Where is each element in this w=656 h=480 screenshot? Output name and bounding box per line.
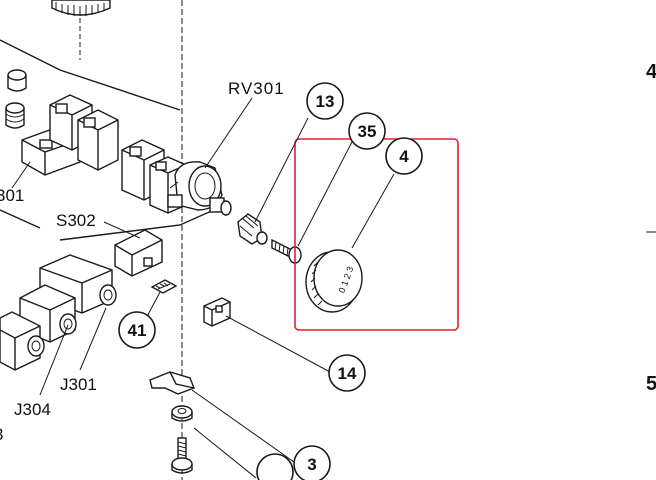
nut-part-13 [237,213,268,245]
svg-text:41: 41 [128,321,147,340]
pad-part-41 [150,279,178,294]
label-s302: S302 [56,211,96,230]
svg-text:35: 35 [358,122,377,141]
svg-text:4: 4 [399,147,409,166]
clip-part [149,371,195,395]
side-label-5: 5 [646,373,656,395]
bracket-part-14 [203,297,231,327]
label-j304: J304 [14,400,51,419]
washer-part [171,405,193,422]
capacitor-parts [5,69,27,129]
callout-4: 4 [385,137,423,175]
side-label-4: 4 [646,61,656,83]
top-knob-part [51,0,111,16]
svg-text:3: 3 [307,455,316,474]
slide-switch-s302 [114,229,163,277]
callout-partial [256,453,294,480]
callout-14: 14 [328,354,366,392]
callout-3: 3 [293,445,331,480]
svg-text:14: 14 [338,364,357,383]
label-cut-301: 301 [0,186,24,205]
label-cut-3: 3 [0,425,3,444]
potentiometer-rv301 [167,161,232,216]
leader-lines [11,97,395,479]
screw-part [171,437,193,474]
set-screw-part-35 [271,238,302,264]
callout-35: 35 [348,112,386,150]
jack-block-row-bottom [0,254,117,371]
svg-text:13: 13 [316,92,335,111]
callout-13: 13 [306,82,344,120]
label-rv301: RV301 [228,79,285,98]
callout-41: 41 [118,311,156,349]
knob-part-4: 0 1 2 3 [305,249,363,313]
label-j301: J301 [60,375,97,394]
